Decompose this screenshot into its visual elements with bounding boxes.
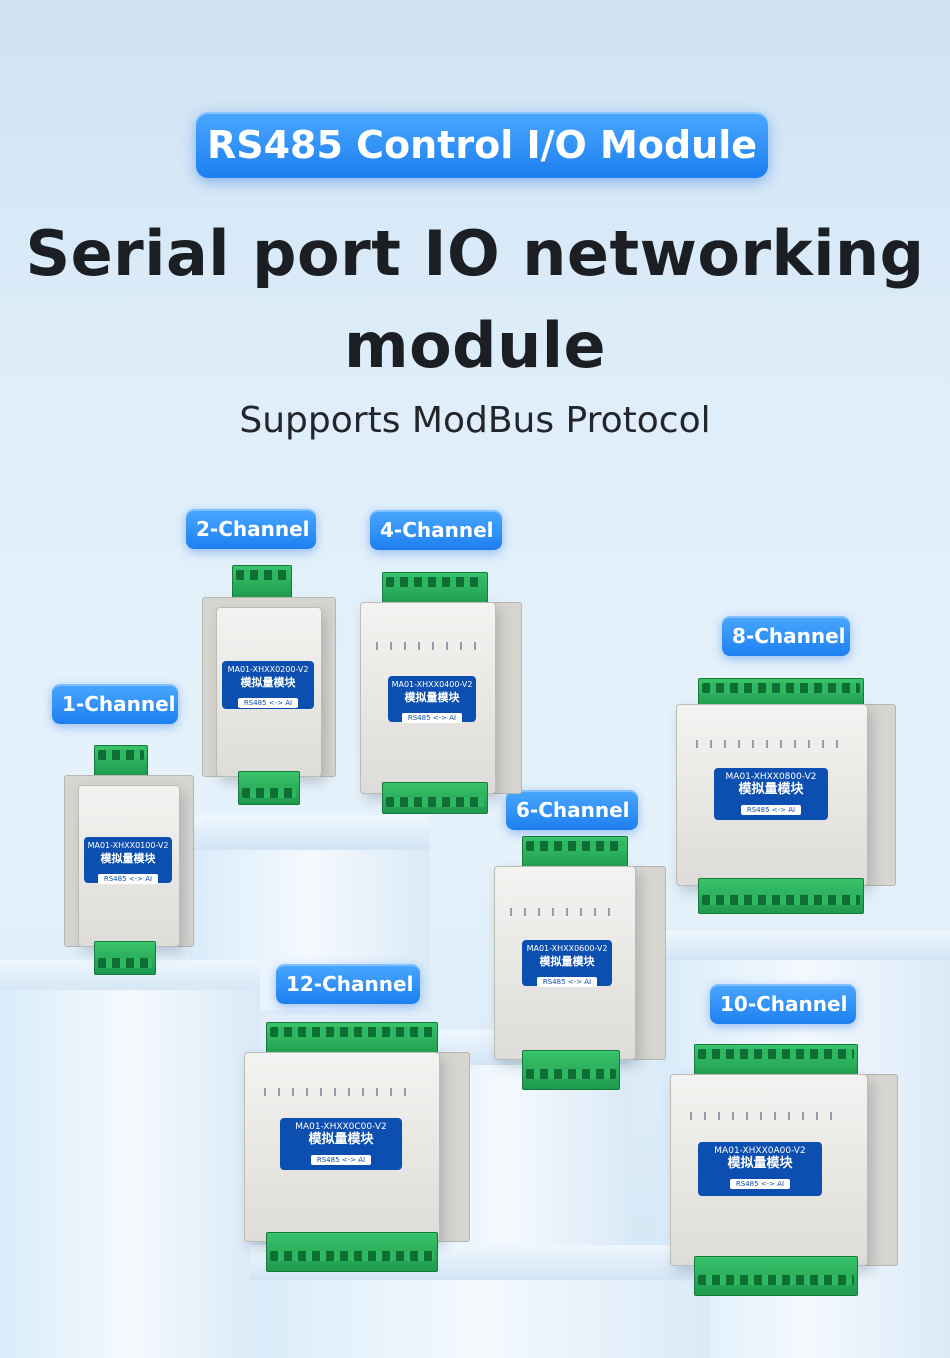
terminal-legend [690,1112,844,1120]
protocol-tag: RS485 <-> AI [740,805,802,815]
module-name: 模拟量模块 [727,1156,793,1171]
top-terminal [232,565,292,599]
protocol-tag: RS485 <-> AI [237,698,299,708]
module-label: MA01-XHXX0200-V2 模拟量模块 RS485 <-> AI [222,661,314,709]
module-label: MA01-XHXX0800-V2 模拟量模块 RS485 <-> AI [714,768,828,820]
bottom-terminal [94,941,156,975]
module-name: 模拟量模块 [308,1132,374,1147]
module-8-channel: MA01-XHXX0800-V2 模拟量模块 RS485 <-> AI [676,678,896,914]
subtitle: Supports ModBus Protocol [239,400,711,441]
channel-badge-12: 12-Channel [276,964,420,1004]
terminal-legend [510,908,610,916]
module-1-channel: MA01-XHXX0100-V2 模拟量模块 RS485 <-> AI [64,745,194,975]
terminal-legend [264,1088,418,1096]
protocol-tag: RS485 <-> AI [310,1155,372,1165]
model-number: MA01-XHXX0600-V2 [526,944,608,953]
protocol-tag: RS485 <-> AI [729,1179,791,1189]
model-number: MA01-XHXX0400-V2 [391,680,473,689]
module-name: 模拟量模块 [240,676,296,689]
din-rail-clip [630,866,666,1060]
bottom-terminal [238,771,300,805]
model-number: MA01-XHXX0C00-V2 [295,1122,387,1132]
protocol-tag: RS485 <-> AI [97,874,159,884]
pedestal-bottom [250,1280,710,1358]
module-label: MA01-XHXX0C00-V2 模拟量模块 RS485 <-> AI [280,1118,402,1170]
channel-badge-10: 10-Channel [710,984,856,1024]
module-label: MA01-XHXX0400-V2 模拟量模块 RS485 <-> AI [388,676,476,723]
module-12-channel: MA01-XHXX0C00-V2 模拟量模块 RS485 <-> AI [244,1022,470,1272]
module-4-channel: MA01-XHXX0400-V2 模拟量模块 RS485 <-> AI [360,572,522,814]
din-rail-clip [862,1074,898,1266]
headline-line-1: Serial port IO networking [25,217,925,290]
model-number: MA01-XHXX0800-V2 [725,772,817,782]
channel-badge-1: 1-Channel [52,684,178,724]
module-label: MA01-XHXX0600-V2 模拟量模块 RS485 <-> AI [522,940,612,987]
terminal-legend [696,740,846,748]
channel-badge-4: 4-Channel [370,510,502,550]
module-label: MA01-XHXX0A00-V2 模拟量模块 RS485 <-> AI [698,1142,822,1196]
channel-badge-2: 2-Channel [186,509,316,549]
module-name: 模拟量模块 [738,782,804,797]
channel-badge-8: 8-Channel [722,616,850,656]
module-2-channel: MA01-XHXX0200-V2 模拟量模块 RS485 <-> AI [202,565,336,805]
bottom-terminal [698,878,864,914]
pedestal-top-left [190,815,430,855]
module-10-channel: MA01-XHXX0A00-V2 模拟量模块 RS485 <-> AI [670,1044,898,1296]
pedestal-low-left [0,990,260,1358]
protocol-tag: RS485 <-> AI [401,713,463,723]
headline-line-2: module [343,309,607,382]
bottom-terminal [694,1256,858,1296]
module-name: 模拟量模块 [539,955,595,968]
bottom-terminal [522,1050,620,1090]
module-label: MA01-XHXX0100-V2 模拟量模块 RS485 <-> AI [84,837,172,884]
model-number: MA01-XHXX0A00-V2 [714,1146,806,1156]
headline: Serial port IO networking module [0,208,950,392]
module-name: 模拟量模块 [100,852,156,865]
protocol-tag: RS485 <-> AI [536,977,598,987]
model-number: MA01-XHXX0200-V2 [227,665,309,674]
title-badge: RS485 Control I/O Module [196,112,768,178]
module-6-channel: MA01-XHXX0600-V2 模拟量模块 RS485 <-> AI [494,836,666,1090]
channel-badge-6: 6-Channel [506,790,638,830]
terminal-legend [376,642,476,650]
bottom-terminal [382,782,488,814]
module-name: 模拟量模块 [404,691,460,704]
bottom-terminal [266,1232,438,1272]
top-terminal [94,745,148,777]
model-number: MA01-XHXX0100-V2 [87,841,169,850]
